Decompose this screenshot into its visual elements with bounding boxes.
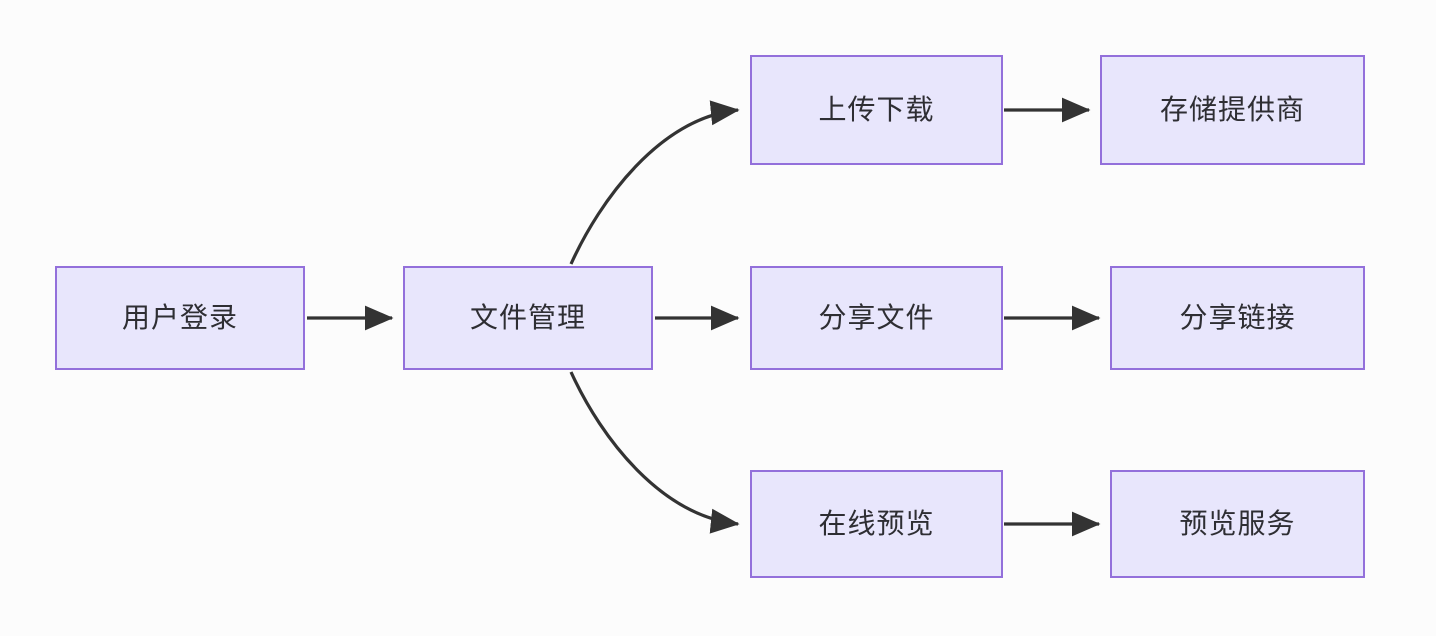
node-user-login-label: 用户登录 <box>121 301 238 334</box>
node-share-file-label: 分享文件 <box>818 301 935 334</box>
node-file-management[interactable]: 文件管理 <box>403 266 653 370</box>
node-preview-service[interactable]: 预览服务 <box>1110 470 1365 578</box>
node-upload-download-label: 上传下载 <box>818 93 935 126</box>
node-storage-provider-label: 存储提供商 <box>1159 93 1305 126</box>
edge-file-to-upload <box>569 100 740 265</box>
node-file-management-label: 文件管理 <box>469 301 586 334</box>
node-user-login[interactable]: 用户登录 <box>55 266 305 370</box>
node-share-file[interactable]: 分享文件 <box>750 266 1003 370</box>
node-preview-service-label: 预览服务 <box>1179 507 1296 540</box>
node-online-preview-label: 在线预览 <box>818 507 935 540</box>
node-upload-download[interactable]: 上传下载 <box>750 55 1003 165</box>
node-share-link[interactable]: 分享链接 <box>1110 266 1365 370</box>
node-share-link-label: 分享链接 <box>1179 301 1296 334</box>
edge-file-to-preview <box>569 371 740 534</box>
node-online-preview[interactable]: 在线预览 <box>750 470 1003 578</box>
node-storage-provider[interactable]: 存储提供商 <box>1100 55 1365 165</box>
